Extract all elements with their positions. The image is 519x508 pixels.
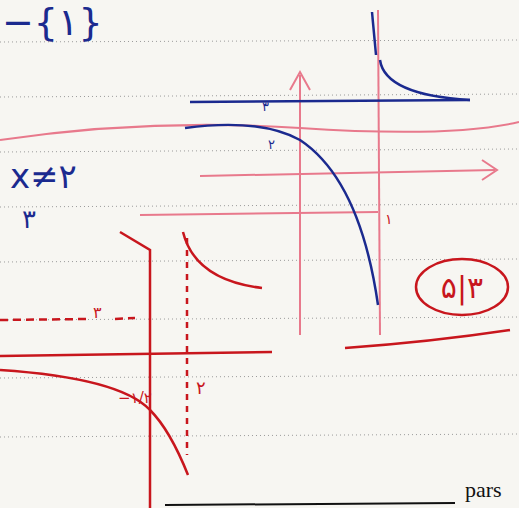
function-curve: [185, 12, 470, 305]
paper-rule: [0, 40, 519, 437]
handwritten-label: ۲: [196, 378, 206, 398]
handwritten-label: ۳: [22, 205, 36, 234]
second-graph: [0, 232, 510, 508]
axes: [0, 10, 519, 335]
handwritten-label: ۱: [385, 212, 393, 227]
circled-note: ۵|۳: [414, 257, 510, 317]
printed-word: pars: [465, 478, 502, 502]
handwritten-label: ۳: [262, 100, 269, 114]
handwritten-label: −{۱}: [2, 2, 103, 44]
handwritten-label: −۱/۲: [118, 390, 152, 407]
handwritten-label: ۲: [268, 138, 275, 152]
handwritten-label: ۳: [93, 304, 102, 322]
handwritten-label: x≠۲: [10, 158, 77, 195]
underline: [165, 503, 455, 505]
note-text: ۵|۳: [441, 270, 483, 305]
